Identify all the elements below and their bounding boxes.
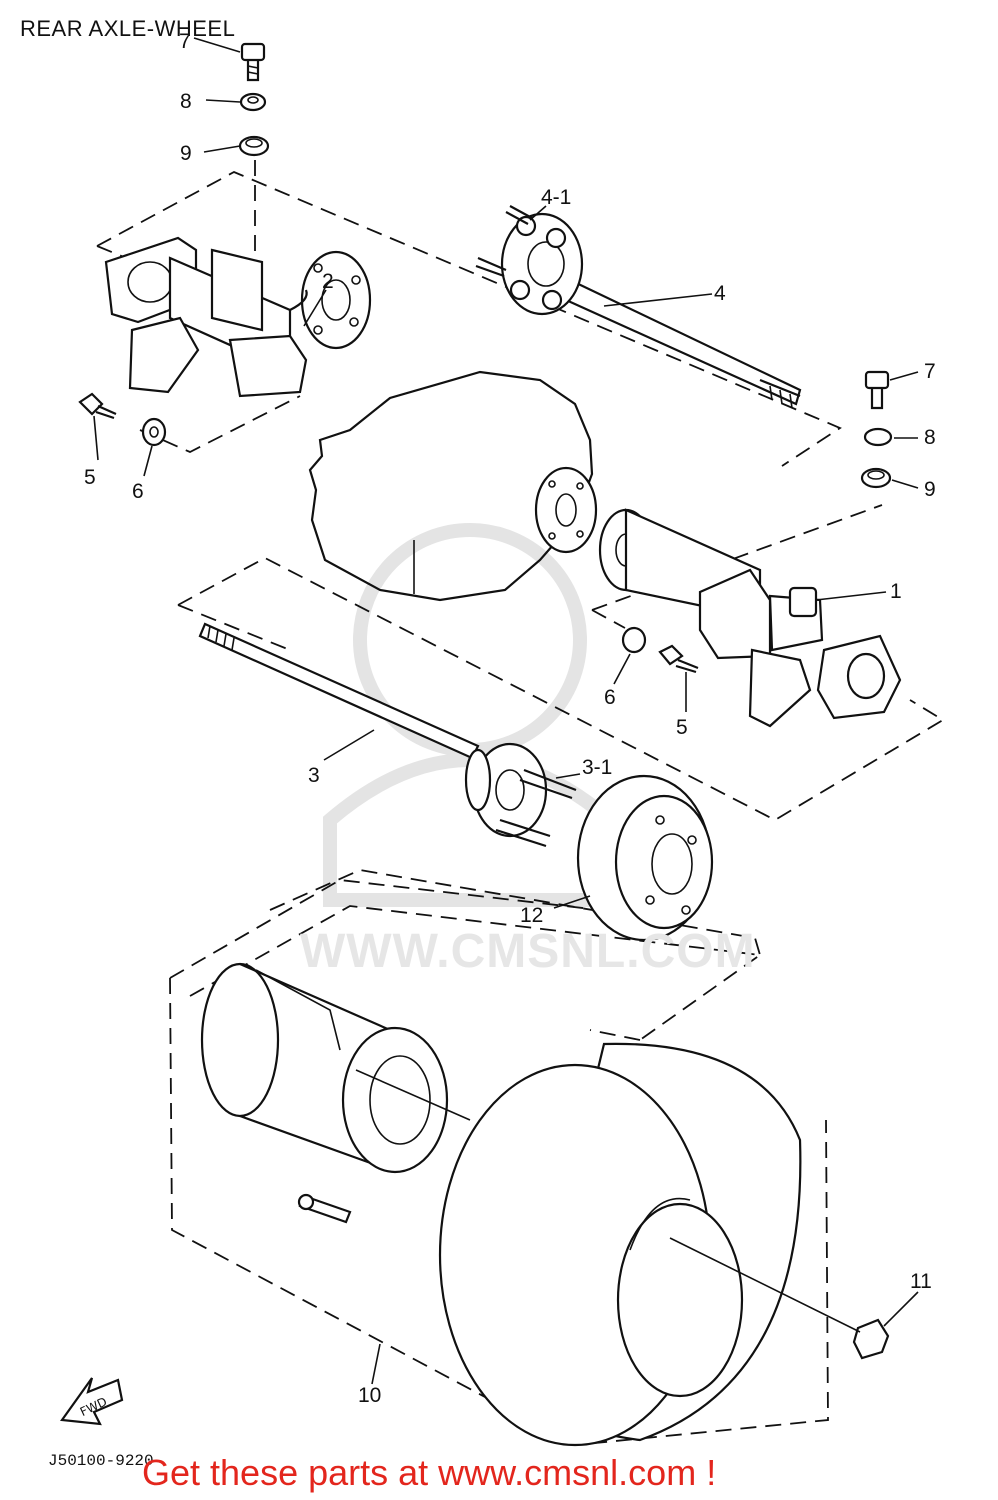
collar-part-9-right [860,467,892,489]
callout-4-1: 4-1 [541,186,571,209]
callout-12: 12 [520,904,543,927]
callout-6-left: 6 [132,480,144,503]
bolt-part-7 [240,42,266,82]
watermark-text: WWW.CMSNL.COM [300,925,756,978]
axle-housing-part-2 [104,236,372,398]
page-title: REAR AXLE-WHEEL [20,16,236,41]
callout-6-right: 6 [604,686,616,709]
footer-link[interactable]: Get these parts at www.cmsnl.com ! [142,1452,717,1493]
callout-9-top: 9 [180,142,192,165]
callout-9-right: 9 [924,478,936,501]
washer-part-8 [239,92,267,112]
axle-shaft-part-4 [475,205,802,409]
callout-11: 11 [910,1270,932,1293]
wheel-rim [200,962,449,1174]
gearcase-outline [308,370,598,602]
callout-2: 2 [322,270,334,293]
callout-8-right: 8 [924,426,936,449]
wheel-axis-line [355,1069,861,1333]
callout-7-top: 7 [179,30,191,53]
collar-part-9 [238,135,270,157]
callout-5-left: 5 [84,466,96,489]
callout-labels: 7 8 9 4-1 2 4 7 8 5 6 9 1 6 5 3 3-1 12 1… [84,30,936,1407]
bolt-part-5-left [78,392,117,420]
callout-5-right: 5 [676,716,688,739]
nut-part-6-right [621,626,647,654]
axle-shaft-part-3 [198,622,577,848]
fwd-arrow-icon: FWD [60,1377,124,1426]
bolt-part-5-right [658,644,699,674]
callout-7-right: 7 [924,360,936,383]
washer-part-8-right [863,427,893,447]
bolt-part-7-right [864,370,890,410]
tire-part-10 [438,1042,802,1447]
nut-part-6-left [141,417,167,447]
callout-10: 10 [358,1384,381,1407]
nut-part-11 [852,1318,890,1360]
drawing-code: J50100-9220 [48,1452,154,1470]
callout-1: 1 [890,580,902,603]
valve-stem [297,1193,352,1224]
callout-3-1: 3-1 [582,756,612,779]
axle-housing-part-1 [598,508,902,728]
callout-3: 3 [308,764,320,787]
callout-8-top: 8 [180,90,192,113]
callout-4: 4 [714,282,726,305]
brake-drum-part-12 [576,774,714,942]
callout-leaders [93,37,919,1385]
